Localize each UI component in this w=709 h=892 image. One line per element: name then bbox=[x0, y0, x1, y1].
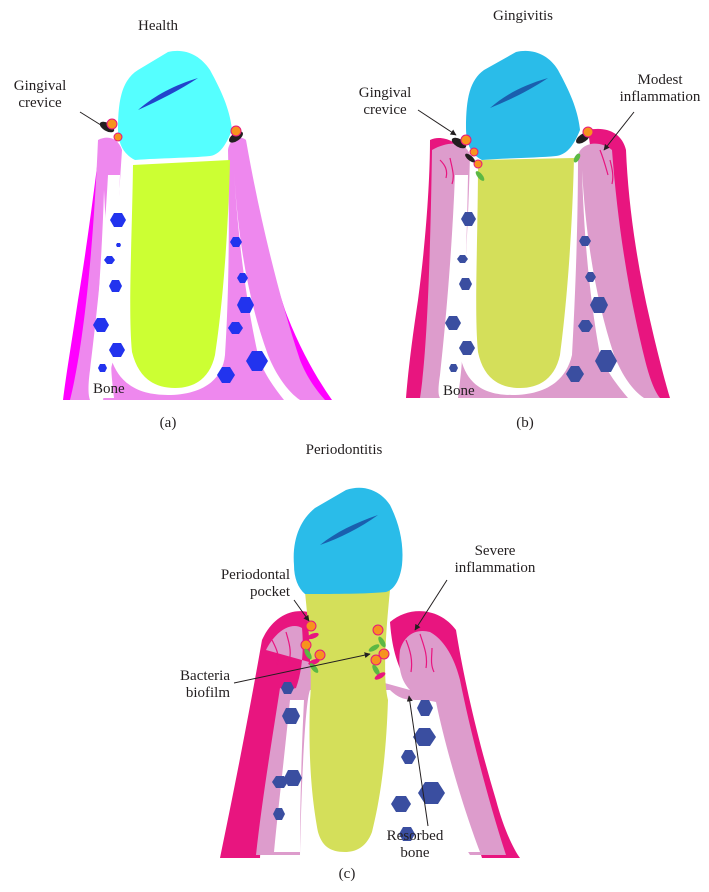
panel-b-bone-label: Bone bbox=[443, 383, 475, 399]
biofilm-arrow-c bbox=[233, 652, 371, 684]
tooth-crown-c bbox=[293, 487, 403, 594]
panel-c-resorbed-label-2: bone bbox=[400, 845, 430, 861]
crevice-arrow-b bbox=[417, 109, 457, 136]
bone-area-right bbox=[234, 170, 300, 400]
panel-b-inflammation-label-1: Modest bbox=[637, 72, 683, 88]
crown-highlight bbox=[138, 78, 198, 110]
panel-a-title: Health bbox=[138, 18, 178, 34]
panel-periodontitis bbox=[220, 487, 520, 858]
panel-b-caption: (b) bbox=[516, 415, 534, 431]
bone-area-mid bbox=[92, 190, 114, 398]
panel-b-inflammation-label-2: inflammation bbox=[619, 89, 701, 105]
tooth-crown-b bbox=[466, 50, 580, 161]
inner-tissue bbox=[70, 137, 325, 400]
panel-c-inflammation-label-2: inflammation bbox=[454, 560, 536, 576]
panel-c-pocket-label-1: Periodontal bbox=[220, 567, 290, 583]
panel-a-caption: (a) bbox=[159, 415, 177, 431]
panel-a-crevice-label-1: Gingival bbox=[13, 78, 67, 94]
crevice-bacteria bbox=[99, 118, 243, 143]
bone-dots-b bbox=[445, 212, 617, 382]
panel-c-title: Periodontitis bbox=[305, 442, 383, 458]
panel-health bbox=[63, 50, 332, 400]
inflammation-arrow-b bbox=[603, 111, 635, 151]
panel-b-title: Gingivitis bbox=[492, 8, 553, 24]
bone-area-left-b bbox=[438, 175, 468, 398]
panel-c-biofilm-label-1: Bacteria bbox=[180, 668, 230, 684]
tooth-crown bbox=[118, 50, 232, 161]
pocket-bacteria-c bbox=[300, 620, 390, 680]
panel-c-resorbed-label-1: Resorbed bbox=[386, 828, 444, 844]
panel-b-crevice-label-1: Gingival bbox=[358, 85, 412, 101]
crown-highlight-b bbox=[490, 78, 548, 108]
panel-c-pocket-label-2: pocket bbox=[250, 584, 290, 600]
pocket-arrow-c bbox=[293, 599, 310, 622]
inflammation-arrow-c bbox=[414, 579, 448, 631]
crevice-bacteria-b bbox=[451, 126, 594, 181]
panel-a-crevice-label-2: crevice bbox=[18, 95, 62, 111]
bone-dots-c bbox=[272, 682, 445, 841]
panel-b-crevice-label-2: crevice bbox=[363, 102, 407, 118]
resorbed-arrow-c bbox=[406, 695, 429, 827]
tooth-root-b bbox=[476, 158, 574, 388]
panel-gingivitis bbox=[406, 50, 670, 398]
tooth-root bbox=[130, 160, 230, 388]
panel-c-caption: (c) bbox=[338, 866, 356, 882]
bone-dots bbox=[93, 213, 268, 383]
crown-highlight-c bbox=[320, 515, 378, 545]
crevice-arrow-a bbox=[79, 111, 105, 128]
panel-a-bone-label: Bone bbox=[93, 381, 125, 397]
gum-left-c bbox=[220, 611, 311, 858]
panel-c-biofilm-label-2: biofilm bbox=[185, 685, 230, 701]
panel-c-inflammation-label-1: Severe bbox=[474, 543, 516, 559]
bone-area-right-b bbox=[582, 170, 644, 398]
